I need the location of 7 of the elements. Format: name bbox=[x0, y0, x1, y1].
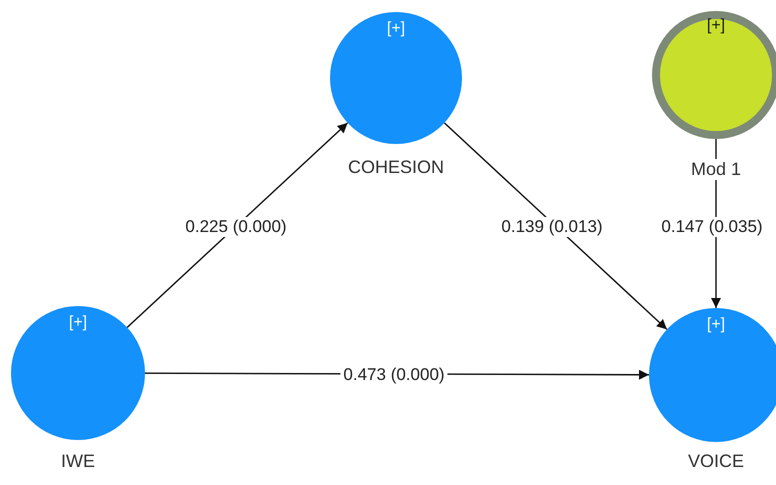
expand-toggle: [+] bbox=[68, 314, 88, 332]
edge-label: 0.473 (0.000) bbox=[340, 365, 448, 385]
expand-toggle: [+] bbox=[706, 17, 726, 35]
expand-toggle: [+] bbox=[386, 20, 406, 38]
arrow bbox=[126, 122, 348, 328]
expand-toggle: [+] bbox=[706, 316, 726, 334]
arrow bbox=[444, 122, 668, 330]
